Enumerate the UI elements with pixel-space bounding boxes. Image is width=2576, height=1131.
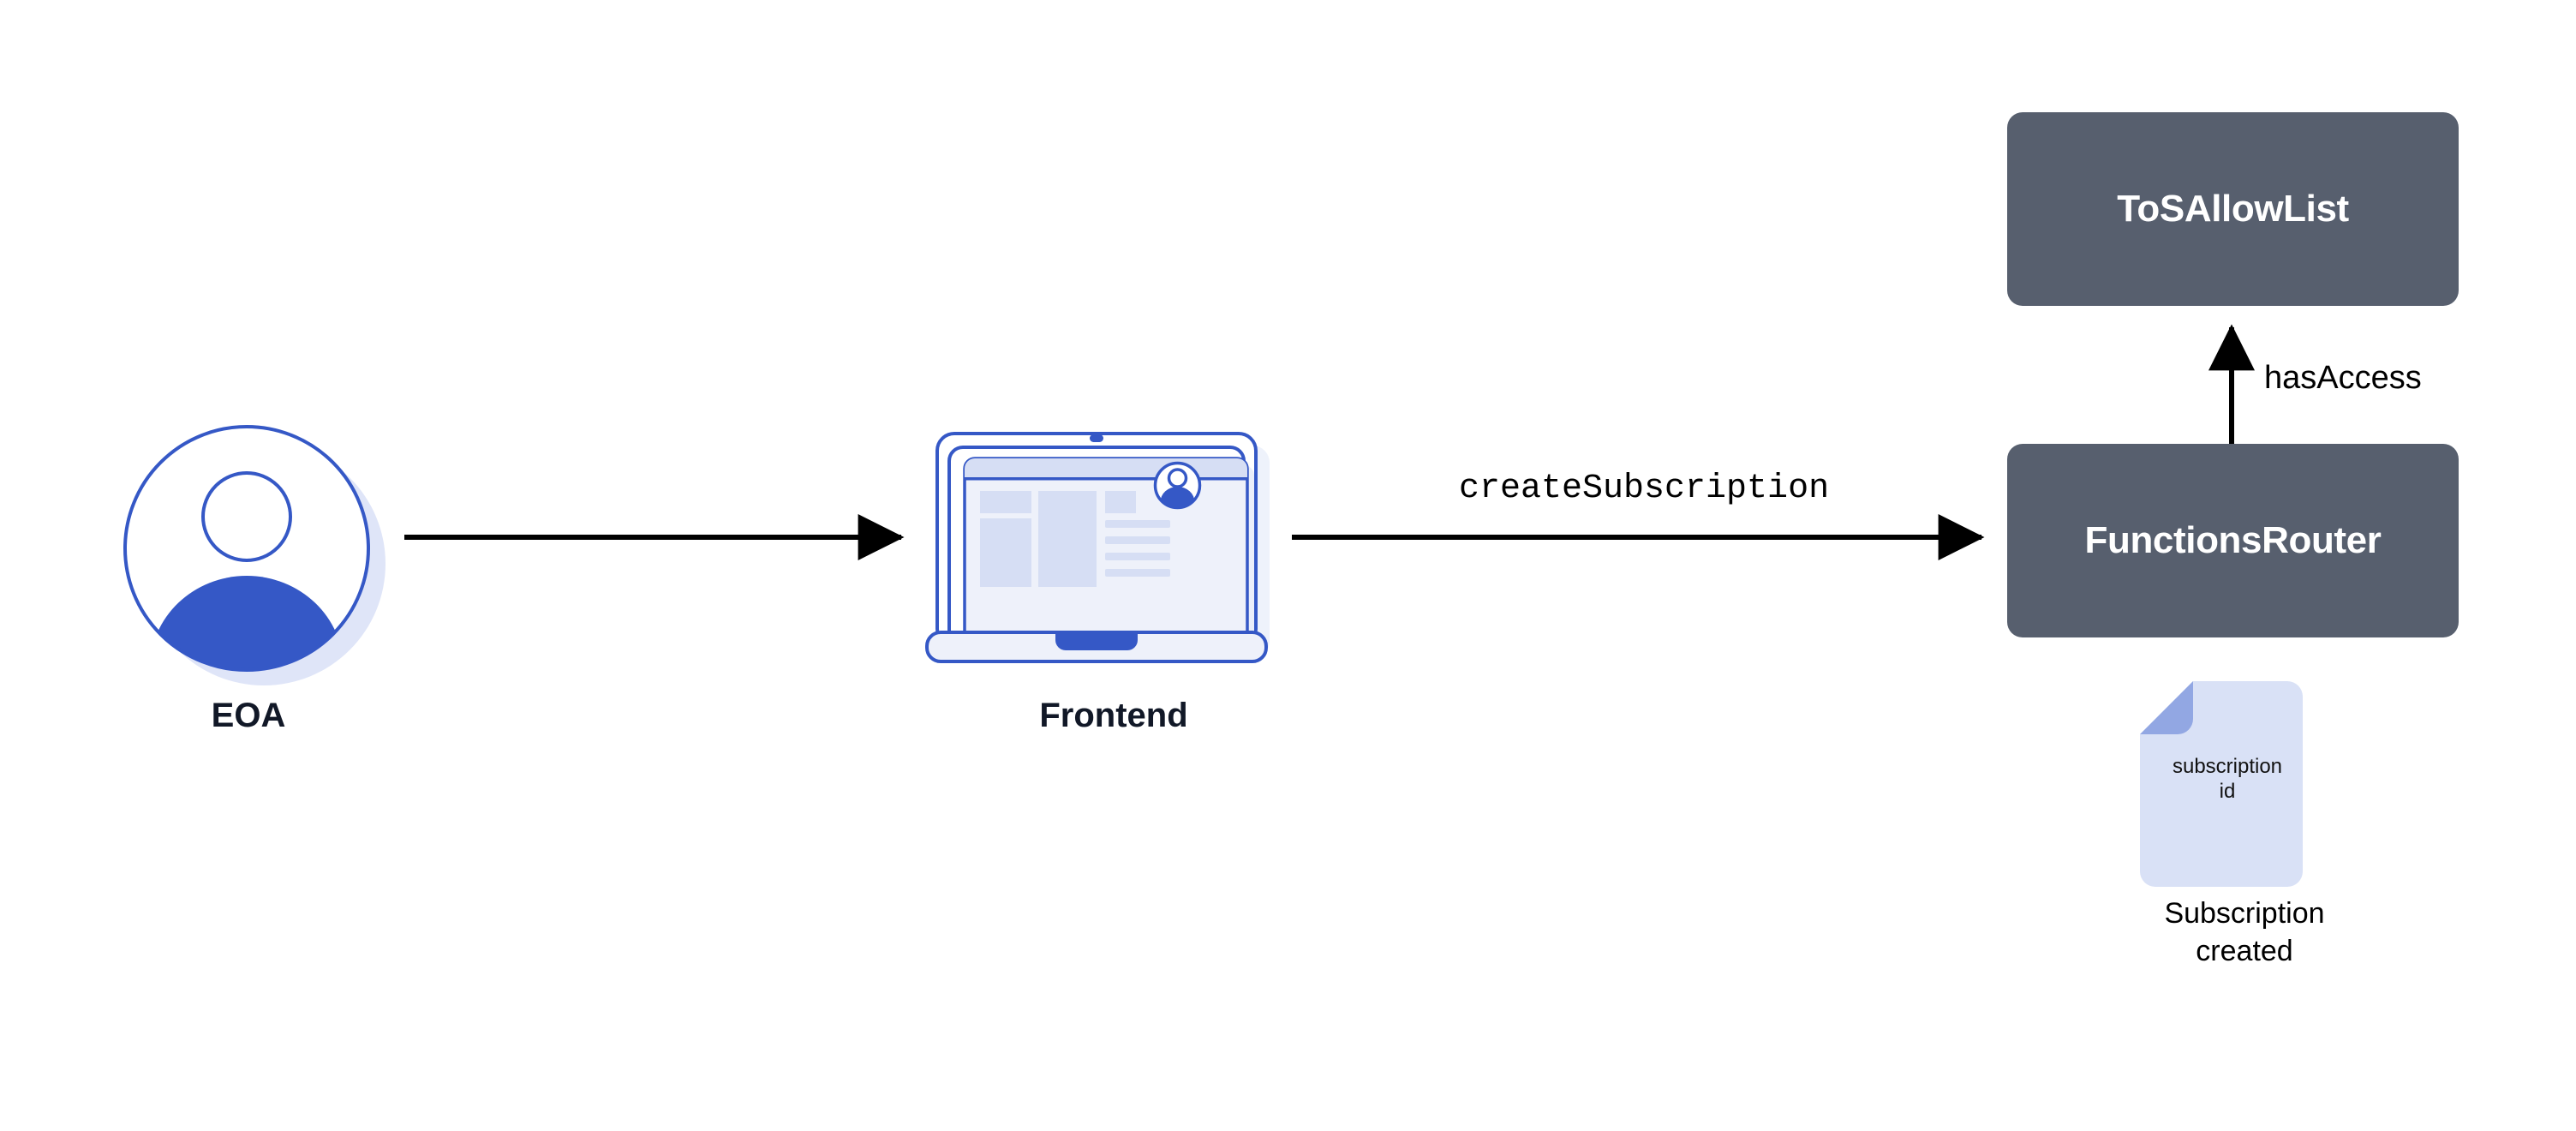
screen-text-line bbox=[1105, 520, 1170, 528]
screen-panel bbox=[1105, 491, 1136, 513]
laptop-icon bbox=[925, 432, 1270, 663]
artifact-caption-line-1: Subscription bbox=[2164, 897, 2325, 930]
actor-label-frontend: Frontend bbox=[1039, 697, 1188, 734]
laptop-camera-icon bbox=[1090, 434, 1103, 442]
screen-panel bbox=[980, 518, 1031, 587]
laptop-screen-content bbox=[965, 458, 1247, 587]
screen-header-bar bbox=[965, 458, 1247, 479]
user-avatar-icon bbox=[123, 425, 386, 685]
contract-label-tos-allow-list: ToSAllowList bbox=[2117, 188, 2349, 230]
screen-text-line bbox=[1105, 536, 1170, 544]
laptop-trackpad-notch bbox=[1055, 633, 1138, 650]
document-fold bbox=[2140, 681, 2193, 734]
actor-label-eoa: EOA bbox=[211, 697, 286, 734]
screen-text-line bbox=[1105, 569, 1170, 577]
contract-node-tos-allow-list[interactable]: ToSAllowList bbox=[2007, 112, 2459, 306]
edge-label-has-access: hasAccess bbox=[2264, 360, 2422, 396]
screen-avatar-icon bbox=[1153, 461, 1202, 510]
artifact-caption-line-2: created bbox=[2196, 934, 2293, 967]
avatar-outer-ring bbox=[123, 425, 370, 672]
contract-label-functions-router: FunctionsRouter bbox=[2084, 519, 2382, 561]
screen-panel bbox=[980, 491, 1031, 513]
edge-label-create-subscription: createSubscription bbox=[1459, 470, 1830, 508]
screen-panel bbox=[1038, 491, 1097, 587]
screen-header-rule bbox=[965, 477, 1247, 481]
screen-text-line bbox=[1105, 553, 1170, 560]
contract-node-functions-router[interactable]: FunctionsRouter bbox=[2007, 444, 2459, 637]
artifact-caption: Subscription created bbox=[2082, 895, 2407, 970]
avatar-head bbox=[201, 471, 292, 562]
document-icon bbox=[2140, 681, 2303, 887]
